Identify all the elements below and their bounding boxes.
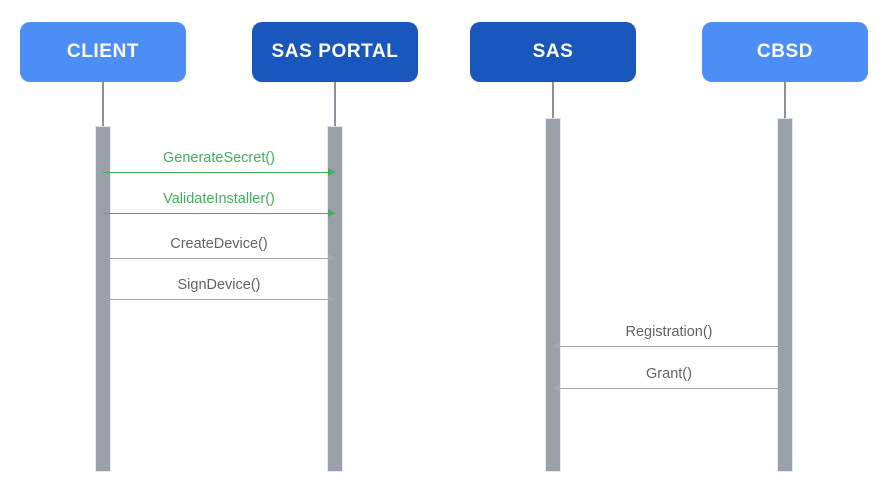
message-line-create-device bbox=[103, 258, 335, 259]
message-label-grant: Grant() bbox=[646, 366, 692, 382]
actor-box-sas[interactable]: SAS bbox=[470, 22, 636, 82]
message-line-generate-secret bbox=[103, 172, 335, 173]
message-arrowhead-generate-secret bbox=[328, 168, 335, 176]
message-line-grant bbox=[553, 388, 785, 389]
message-arrowhead-grant bbox=[553, 384, 560, 392]
actor-box-sas_portal[interactable]: SAS PORTAL bbox=[252, 22, 418, 82]
lifeline-cbsd bbox=[784, 82, 786, 118]
actor-label-sas: SAS bbox=[532, 41, 574, 62]
actor-box-client[interactable]: CLIENT bbox=[20, 22, 186, 82]
message-arrowhead-validate-installer bbox=[328, 209, 335, 217]
message-label-registration: Registration() bbox=[625, 324, 713, 340]
actor-box-cbsd[interactable]: CBSD bbox=[702, 22, 868, 82]
message-label-generate-secret: GenerateSecret() bbox=[162, 150, 276, 166]
message-label-create-device: CreateDevice() bbox=[170, 236, 268, 252]
lifeline-client bbox=[102, 82, 104, 126]
lifeline-sas bbox=[552, 82, 554, 118]
actor-label-cbsd: CBSD bbox=[756, 41, 814, 62]
lifeline-sas_portal bbox=[334, 82, 336, 126]
message-label-sign-device: SignDevice() bbox=[177, 277, 261, 293]
activation-bar-cbsd bbox=[777, 118, 793, 472]
actor-label-client: CLIENT bbox=[66, 41, 140, 62]
message-label-validate-installer: ValidateInstaller() bbox=[163, 191, 275, 207]
message-line-sign-device bbox=[103, 299, 335, 300]
message-arrowhead-sign-device bbox=[328, 295, 335, 303]
message-line-registration bbox=[553, 346, 785, 347]
message-line-validate-installer bbox=[103, 213, 335, 214]
message-arrowhead-create-device bbox=[328, 254, 335, 262]
message-arrowhead-registration bbox=[553, 342, 560, 350]
actor-label-sas_portal: SAS PORTAL bbox=[271, 41, 399, 62]
activation-bar-sas bbox=[545, 118, 561, 472]
